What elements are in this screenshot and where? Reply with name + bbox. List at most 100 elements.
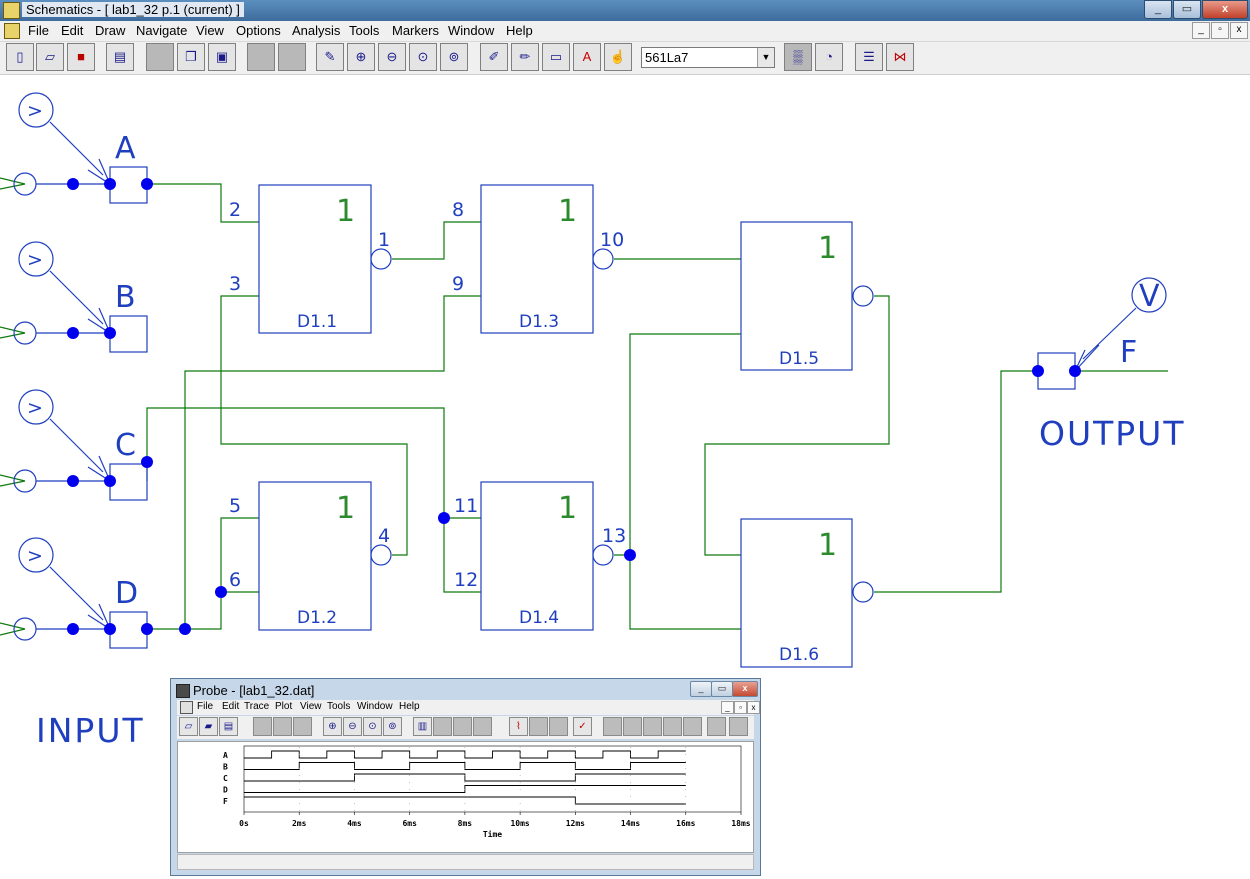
probe-menu-plot[interactable]: Plot	[275, 701, 293, 712]
cursor-min-icon[interactable]	[663, 717, 682, 736]
setup-analysis-icon[interactable]: ◔	[815, 43, 843, 71]
probe-menu-view[interactable]: View	[300, 701, 322, 712]
gate-name: D1.3	[519, 312, 559, 332]
log-y-icon[interactable]	[473, 717, 492, 736]
gate-d1-6[interactable]	[740, 518, 853, 668]
cut-icon[interactable]	[146, 43, 174, 71]
probe-menu-window[interactable]: Window	[357, 701, 393, 712]
zoom-fit-icon[interactable]: ⊚	[383, 717, 402, 736]
probe-maximize-button[interactable]: ▭	[711, 681, 733, 697]
get-part-icon[interactable]: ☝	[604, 43, 632, 71]
cursor-icon[interactable]: ✓	[573, 717, 592, 736]
probe-menu-trace[interactable]: Trace	[244, 701, 270, 712]
undo-icon[interactable]	[247, 43, 275, 71]
probe-close-button[interactable]: x	[732, 681, 758, 697]
probe-menu-help[interactable]: Help	[399, 701, 420, 712]
waveform-f[interactable]	[244, 796, 686, 805]
mdi-minimize-button[interactable]: _	[1192, 22, 1210, 39]
probe-menu-file[interactable]: File	[197, 701, 214, 712]
probe-menu-tools[interactable]: Tools	[327, 701, 351, 712]
redraw-icon[interactable]: ✎	[316, 43, 344, 71]
save-icon[interactable]: ■	[67, 43, 95, 71]
zoom-out-icon[interactable]: ⊖	[343, 717, 362, 736]
mdi-restore-button[interactable]: ▫	[1211, 22, 1229, 39]
x-tick-label: 4ms	[347, 819, 362, 828]
label-icon[interactable]	[549, 717, 568, 736]
log-x-icon[interactable]: ▥	[413, 717, 432, 736]
menu-edit[interactable]: Edit	[61, 23, 84, 38]
redo-icon[interactable]	[278, 43, 306, 71]
eval-goal-icon[interactable]	[529, 717, 548, 736]
gate-symbol: 1	[558, 491, 577, 526]
gate-name: D1.4	[519, 608, 559, 628]
text-icon[interactable]: A	[573, 43, 601, 71]
zoom-out-icon[interactable]: ⊖	[378, 43, 406, 71]
menu-markers[interactable]: Markers	[392, 23, 439, 38]
probe-window[interactable]: Probe - [lab1_32.dat] _ ▭ x File Edit Tr…	[170, 678, 761, 876]
probe-mdi-close[interactable]: x	[747, 701, 760, 714]
menu-options[interactable]: Options	[236, 23, 281, 38]
print-icon[interactable]: ▤	[106, 43, 134, 71]
run-probe-icon[interactable]: ⋈	[886, 43, 914, 71]
probe-document-icon[interactable]	[180, 701, 193, 714]
menu-analysis[interactable]: Analysis	[292, 23, 341, 38]
print-icon[interactable]: ▤	[219, 717, 238, 736]
mdi-close-button[interactable]: x	[1230, 22, 1248, 39]
edit-symbol-icon[interactable]: ▒	[784, 43, 812, 71]
performance-icon[interactable]	[453, 717, 472, 736]
paste-icon[interactable]	[293, 717, 312, 736]
copy-icon[interactable]: ❐	[177, 43, 205, 71]
draw-bus-icon[interactable]: ✏	[511, 43, 539, 71]
menu-file[interactable]: File	[28, 23, 49, 38]
mark-label-icon[interactable]	[729, 717, 748, 736]
gate-d1-5[interactable]	[740, 221, 853, 371]
schematic-canvas[interactable]: > > > > V A B C D F 1 1 1 1 1 1 D1.1 D1.…	[0, 75, 1250, 879]
cursor-slope-icon[interactable]	[643, 717, 662, 736]
zoom-fit-icon[interactable]: ⊚	[440, 43, 468, 71]
probe-mdi-minimize[interactable]: _	[721, 701, 734, 714]
zoom-in-icon[interactable]: ⊕	[347, 43, 375, 71]
open-icon[interactable]: ▱	[36, 43, 64, 71]
chevron-down-icon[interactable]: ▼	[757, 48, 774, 67]
zoom-area-icon[interactable]: ⊙	[409, 43, 437, 71]
cut-icon[interactable]	[253, 717, 272, 736]
signal-label-b: B	[223, 763, 228, 772]
menu-window[interactable]: Window	[448, 23, 495, 38]
paste-icon[interactable]: ▣	[208, 43, 236, 71]
zoom-area-icon[interactable]: ⊙	[363, 717, 382, 736]
x-tick-label: 18ms	[731, 819, 750, 828]
document-icon[interactable]	[4, 23, 20, 39]
x-tick-label: 0s	[239, 819, 249, 828]
close-button[interactable]: x	[1202, 0, 1248, 19]
draw-wire-icon[interactable]: ✐	[480, 43, 508, 71]
menu-view[interactable]: View	[196, 23, 224, 38]
copy-icon[interactable]	[273, 717, 292, 736]
simulate-icon[interactable]: ☰	[855, 43, 883, 71]
window-title: Schematics - [ lab1_32 p.1 (current) ]	[22, 2, 244, 17]
add-trace-icon[interactable]: ⌇	[509, 717, 528, 736]
open-icon[interactable]: ▱	[179, 717, 198, 736]
cursor-max-icon[interactable]	[683, 717, 702, 736]
menu-draw[interactable]: Draw	[95, 23, 126, 38]
input-label-b: B	[115, 280, 136, 315]
cursor-point-icon[interactable]	[707, 717, 726, 736]
part-name-combo[interactable]: 561La7 ▼	[641, 47, 775, 68]
draw-block-icon[interactable]: ▭	[542, 43, 570, 71]
cursor-trough-icon[interactable]	[623, 717, 642, 736]
zoom-in-icon[interactable]: ⊕	[323, 717, 342, 736]
pin-number: 2	[229, 199, 241, 221]
maximize-button[interactable]: ▭	[1173, 0, 1201, 19]
fourier-icon[interactable]	[433, 717, 452, 736]
cursor-peak-icon[interactable]	[603, 717, 622, 736]
new-icon[interactable]: ▯	[6, 43, 34, 71]
append-icon[interactable]: ▰	[199, 717, 218, 736]
menu-help[interactable]: Help	[506, 23, 533, 38]
waveform-b[interactable]	[244, 762, 686, 770]
menu-tools[interactable]: Tools	[349, 23, 380, 38]
probe-minimize-button[interactable]: _	[690, 681, 712, 697]
probe-menu-edit[interactable]: Edit	[222, 701, 240, 712]
probe-mdi-restore[interactable]: ▫	[734, 701, 747, 714]
menu-navigate[interactable]: Navigate	[136, 23, 188, 38]
minimize-button[interactable]: _	[1144, 0, 1172, 19]
